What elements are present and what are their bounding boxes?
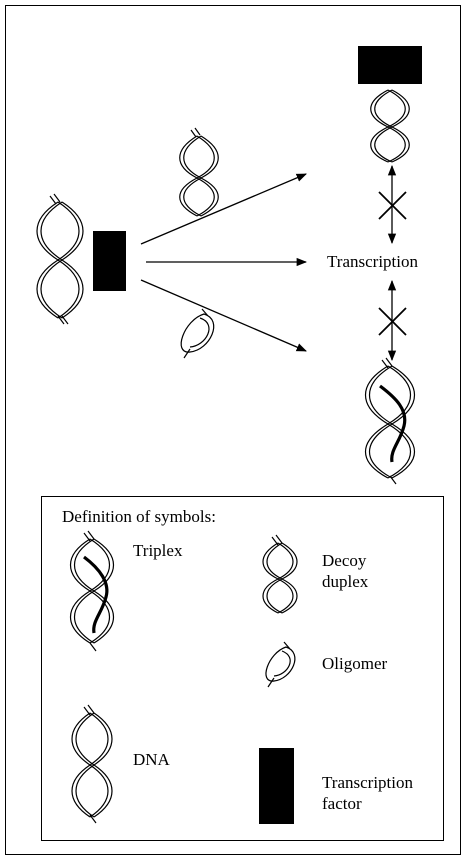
legend-triplex-label: Triplex	[133, 541, 183, 560]
legend-decoy-label-1: Decoy	[322, 551, 367, 570]
legend-oligomer-icon	[265, 641, 296, 688]
blocked-arrow-upper	[378, 164, 407, 245]
transcription-label: Transcription	[327, 252, 418, 271]
legend-triplex-icon	[69, 530, 115, 652]
legend-symbols	[69, 530, 298, 824]
legend-tf-label-2: factor	[322, 794, 362, 813]
legend-tf-icon	[259, 748, 294, 824]
legend-dna-label: DNA	[133, 750, 170, 769]
blocked-arrow-lower	[378, 279, 407, 362]
mechanism-diagram	[36, 46, 422, 485]
legend-dna-icon	[71, 704, 113, 824]
legend-title: Definition of symbols:	[62, 507, 216, 526]
arrow-upper	[140, 173, 307, 245]
dna-helix-source	[36, 193, 84, 325]
triplex-product	[364, 357, 416, 485]
legend-decoy-label-2: duplex	[322, 572, 369, 591]
figure-frame: Transcription	[5, 5, 461, 855]
transcription-factor-bound	[93, 231, 126, 291]
decoy-duplex-reagent	[179, 127, 219, 217]
arrow-lower	[140, 279, 307, 352]
oligomer-reagent	[180, 308, 215, 359]
decoy-duplex-product	[370, 89, 410, 163]
transcription-factor-captured	[358, 46, 422, 84]
legend-decoy-icon	[262, 534, 298, 614]
legend-tf-label-1: Transcription	[322, 773, 413, 792]
legend-box: Definition of symbols: Triplex Decoy dup…	[41, 496, 444, 841]
legend-oligomer-label: Oligomer	[322, 654, 388, 673]
